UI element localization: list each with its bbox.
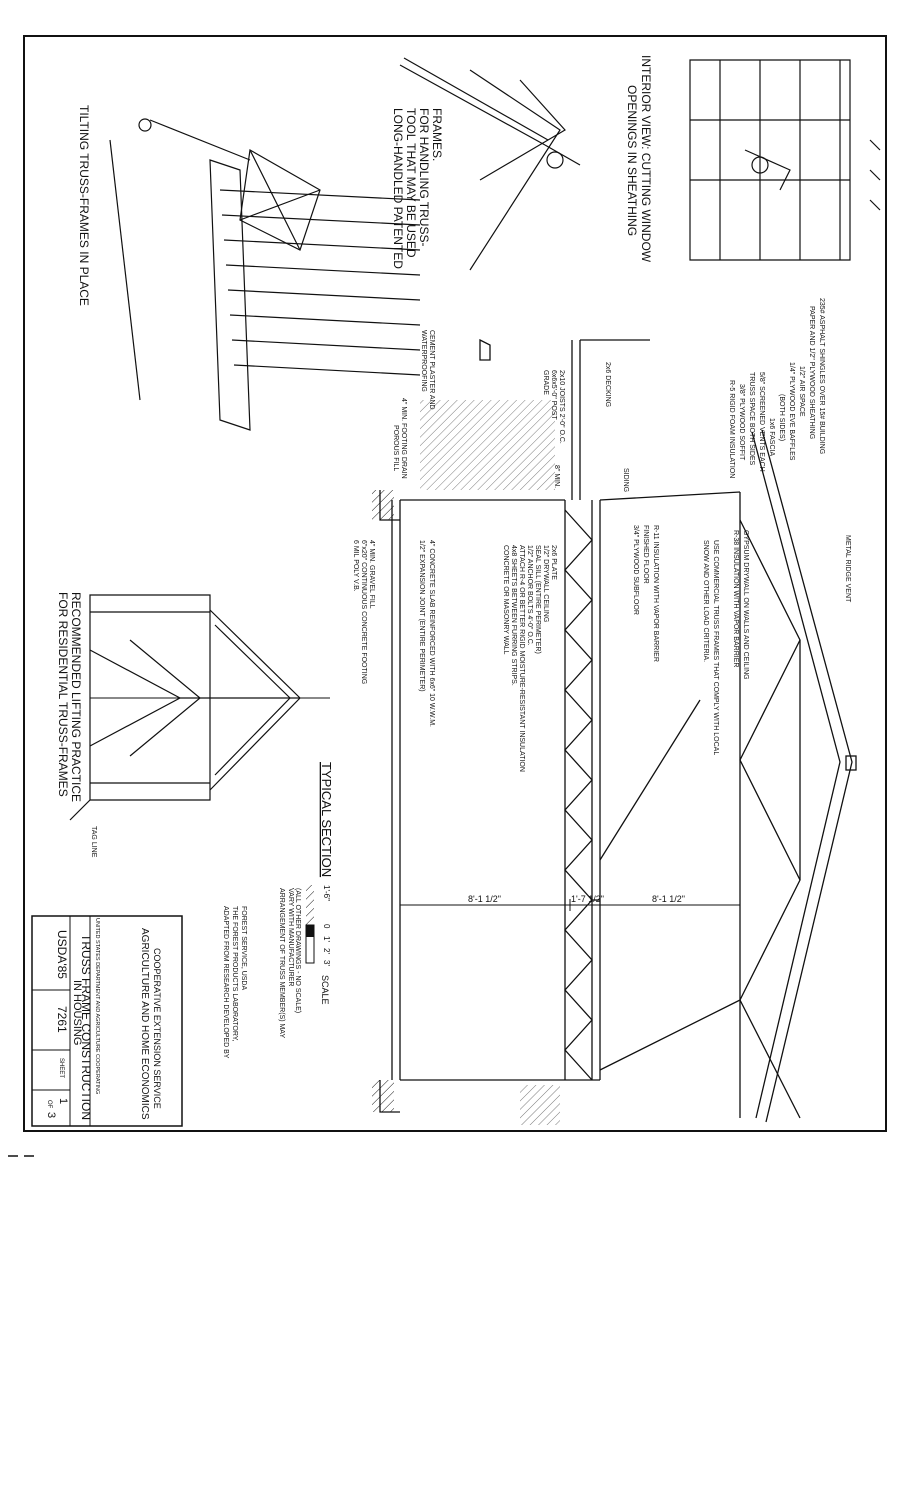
svg-text:235# ASPHALT SHINGLES OVER 15#: 235# ASPHALT SHINGLES OVER 15# BUILDING [818,298,825,454]
left-callouts: 2x6 DECKING SIDING 8" MIN. 2x10 JOISTS 2… [392,330,629,492]
svg-text:3/4" PLYWOOD SUBFLOOR: 3/4" PLYWOOD SUBFLOOR [632,525,639,615]
dim-1: 8'-1 1/2" [468,894,501,904]
long-handled-tool-label: LONG-HANDLED PATENTED TOOL THAT MAY BE U… [391,108,444,272]
scale-tick-3: 2' [322,948,331,954]
svg-text:GYPSUM DRYWALL ON WALLS AND CE: GYPSUM DRYWALL ON WALLS AND CEILING [742,530,749,680]
tb-sheet-num: 1 [57,1098,69,1104]
svg-text:SIDING: SIDING [622,468,629,492]
tb-sheet-total: 3 [45,1112,57,1118]
ground-hatch-right [520,1085,560,1125]
svg-text:FINISHED FLOOR: FINISHED FLOOR [642,525,649,584]
scale-tick-2: 1' [322,936,331,942]
svg-text:2x10 JOISTS 2'-0" O.C.: 2x10 JOISTS 2'-0" O.C. [558,370,565,444]
tilting-truss-sketch [109,118,421,431]
svg-text:1/2" AIR SPACE: 1/2" AIR SPACE [798,366,805,417]
svg-text:1/4" PLYWOOD EVE BAFFLES: 1/4" PLYWOOD EVE BAFFLES [788,362,795,461]
svg-text:CEMENT PLASTER AND: CEMENT PLASTER AND [428,330,435,410]
svg-text:6 MIL POLY V.B.: 6 MIL POLY V.B. [352,540,359,592]
svg-text:4" MIN. GRAVEL FILL: 4" MIN. GRAVEL FILL [368,540,375,609]
svg-text:R-11 INSULATION WITH VAPOR BAR: R-11 INSULATION WITH VAPOR BARRIER [652,525,659,662]
svg-text:4" CONCRETE SLAB REINFORCED WI: 4" CONCRETE SLAB REINFORCED WITH 6x6" 10… [428,540,435,727]
tag-line-label: TAG LINE [90,826,97,858]
footing-callouts: 4" CONCRETE SLAB REINFORCED WITH 6x6" 10… [352,540,435,727]
interior-view-sketch [689,59,881,261]
scale-tick-0: 1'-6" [322,885,331,901]
lifting-practice-sketch [69,594,330,821]
wall-callouts: 2x6 PLATE 1/2" DRYWALL CEILING SEAL SILL… [502,545,557,772]
svg-text:CONCRETE OR MASONRY WALL: CONCRETE OR MASONRY WALL [502,545,509,655]
section-dimensions [399,899,741,911]
scale-tick-1: 0 [322,924,331,929]
svg-text:1x6 FASCIA: 1x6 FASCIA [768,418,775,456]
svg-text:1/2" EXPANSION JOINT (ENTIRE P: 1/2" EXPANSION JOINT (ENTIRE PERIMETER) [418,540,425,692]
svg-text:R-38 INSULATION WITH VAPOR BAR: R-38 INSULATION WITH VAPOR BARRIER [732,530,739,667]
scale-tick-4: 3' [322,960,331,966]
svg-text:SEAL SILL (ENTIRE PERIMETER): SEAL SILL (ENTIRE PERIMETER) [534,545,541,654]
roof-callouts: 235# ASPHALT SHINGLES OVER 15# BUILDING … [728,298,825,478]
tb-college: AGRICULTURE AND HOME ECONOMICS [139,928,150,1120]
svg-text:USE COMMERCIAL TRUSS FRAMES TH: USE COMMERCIAL TRUSS FRAMES THAT COMPLY … [712,540,719,755]
long-handled-tool-sketch [399,57,581,271]
tb-code: USDA'85 [55,930,69,979]
svg-text:PAPER AND 1/2" PLYWOOD SHEATHI: PAPER AND 1/2" PLYWOOD SHEATHING [808,306,815,439]
svg-text:WATERPROOFING: WATERPROOFING [420,330,427,392]
svg-text:GRADE: GRADE [542,370,549,395]
tb-sheet-label: SHEET [58,1058,64,1078]
svg-text:6x6x5'-0" POST: 6x6x5'-0" POST [550,370,557,420]
svg-text:SNOW AND OTHER LOAD CRITERIA.: SNOW AND OTHER LOAD CRITERIA. [702,540,709,662]
title-block: COOPERATIVE EXTENSION SERVICE AGRICULTUR… [31,915,183,1127]
svg-text:1/2" ANCHOR BOLTS 4'-0" O.C.: 1/2" ANCHOR BOLTS 4'-0" O.C. [526,545,533,646]
tb-title-1: TRUSS FRAME CONSTRUCTION [79,934,93,1120]
svg-text:1/2" DRYWALL CEILING: 1/2" DRYWALL CEILING [542,545,549,622]
tb-of-label: OF [46,1100,52,1109]
svg-text:4x8 SHEETS BETWEEN FURRING STR: 4x8 SHEETS BETWEEN FURRING STRIPS. [510,545,517,686]
ground-hatch-left [420,400,555,490]
tb-title-2: IN HOUSING [71,980,83,1045]
scale-bar [305,885,315,964]
typical-section-title: TYPICAL SECTION [319,762,334,877]
svg-text:3/8" PLYWOOD SOFFIT: 3/8" PLYWOOD SOFFIT [738,384,745,461]
metal-ridge-vent-label: METAL RIDGE VENT [844,535,851,603]
recommended-lifting-label: RECOMMENDED LIFTING PRACTICE FOR RESIDEN… [56,592,83,805]
tb-cooperating: UNITED STATES DEPARTMENT AND AGRICULTURE… [94,918,100,1094]
sheet-border [23,35,887,1132]
svg-text:(BOTH SIDES): (BOTH SIDES) [778,394,785,441]
left-footing-hatch [372,490,394,520]
interior-view-label: INTERIOR VIEW: CUTTING WINDOW OPENINGS I… [625,55,653,265]
svg-text:R-5 RIGID FOAM INSULATION: R-5 RIGID FOAM INSULATION [728,380,735,478]
svg-text:TRUSS SPACE BOTH SIDES: TRUSS SPACE BOTH SIDES [748,372,755,466]
svg-text:5/8" SCREENED VENTS EACH: 5/8" SCREENED VENTS EACH [758,372,765,472]
typical-section-drawing [379,338,857,1123]
svg-text:6"x20" CONTINUOUS CONCRETE FOO: 6"x20" CONTINUOUS CONCRETE FOOTING [360,540,367,684]
svg-text:4" MIN. FOOTING DRAIN: 4" MIN. FOOTING DRAIN [400,398,407,479]
tb-number: 7261 [55,1006,69,1033]
arrangement-note: ARRANGEMENT OF TRUSS MEMBER(S) MAY VARY … [278,888,294,1040]
mid-callouts: GYPSUM DRYWALL ON WALLS AND CEILING R-38… [632,525,749,755]
svg-text:8" MIN.: 8" MIN. [553,465,560,488]
right-footing-hatch [372,1080,394,1112]
tb-service: COOPERATIVE EXTENSION SERVICE [152,948,162,1109]
tilting-truss-label: TILTING TRUSS-FRAMES IN PLACE [77,105,91,306]
scale-note: (ALL OTHER DRAWINGS - NO SCALE) [294,888,301,1013]
adapted-note: ADAPTED FROM RESEARCH DEVELOPED BY THE F… [222,906,247,1060]
dim-2: 1'-7 1/2" [571,894,604,904]
svg-text:2x6 DECKING: 2x6 DECKING [604,362,611,407]
svg-text:POROUS FILL: POROUS FILL [392,425,399,471]
svg-text:2x6 PLATE: 2x6 PLATE [550,545,557,580]
dim-3: 8'-1 1/2" [652,894,685,904]
svg-text:ATTACH R-4 OR BETTER RIGID MOI: ATTACH R-4 OR BETTER RIGID MOISTURE-RESI… [518,545,525,772]
scale-title: SCALE [320,975,330,1005]
